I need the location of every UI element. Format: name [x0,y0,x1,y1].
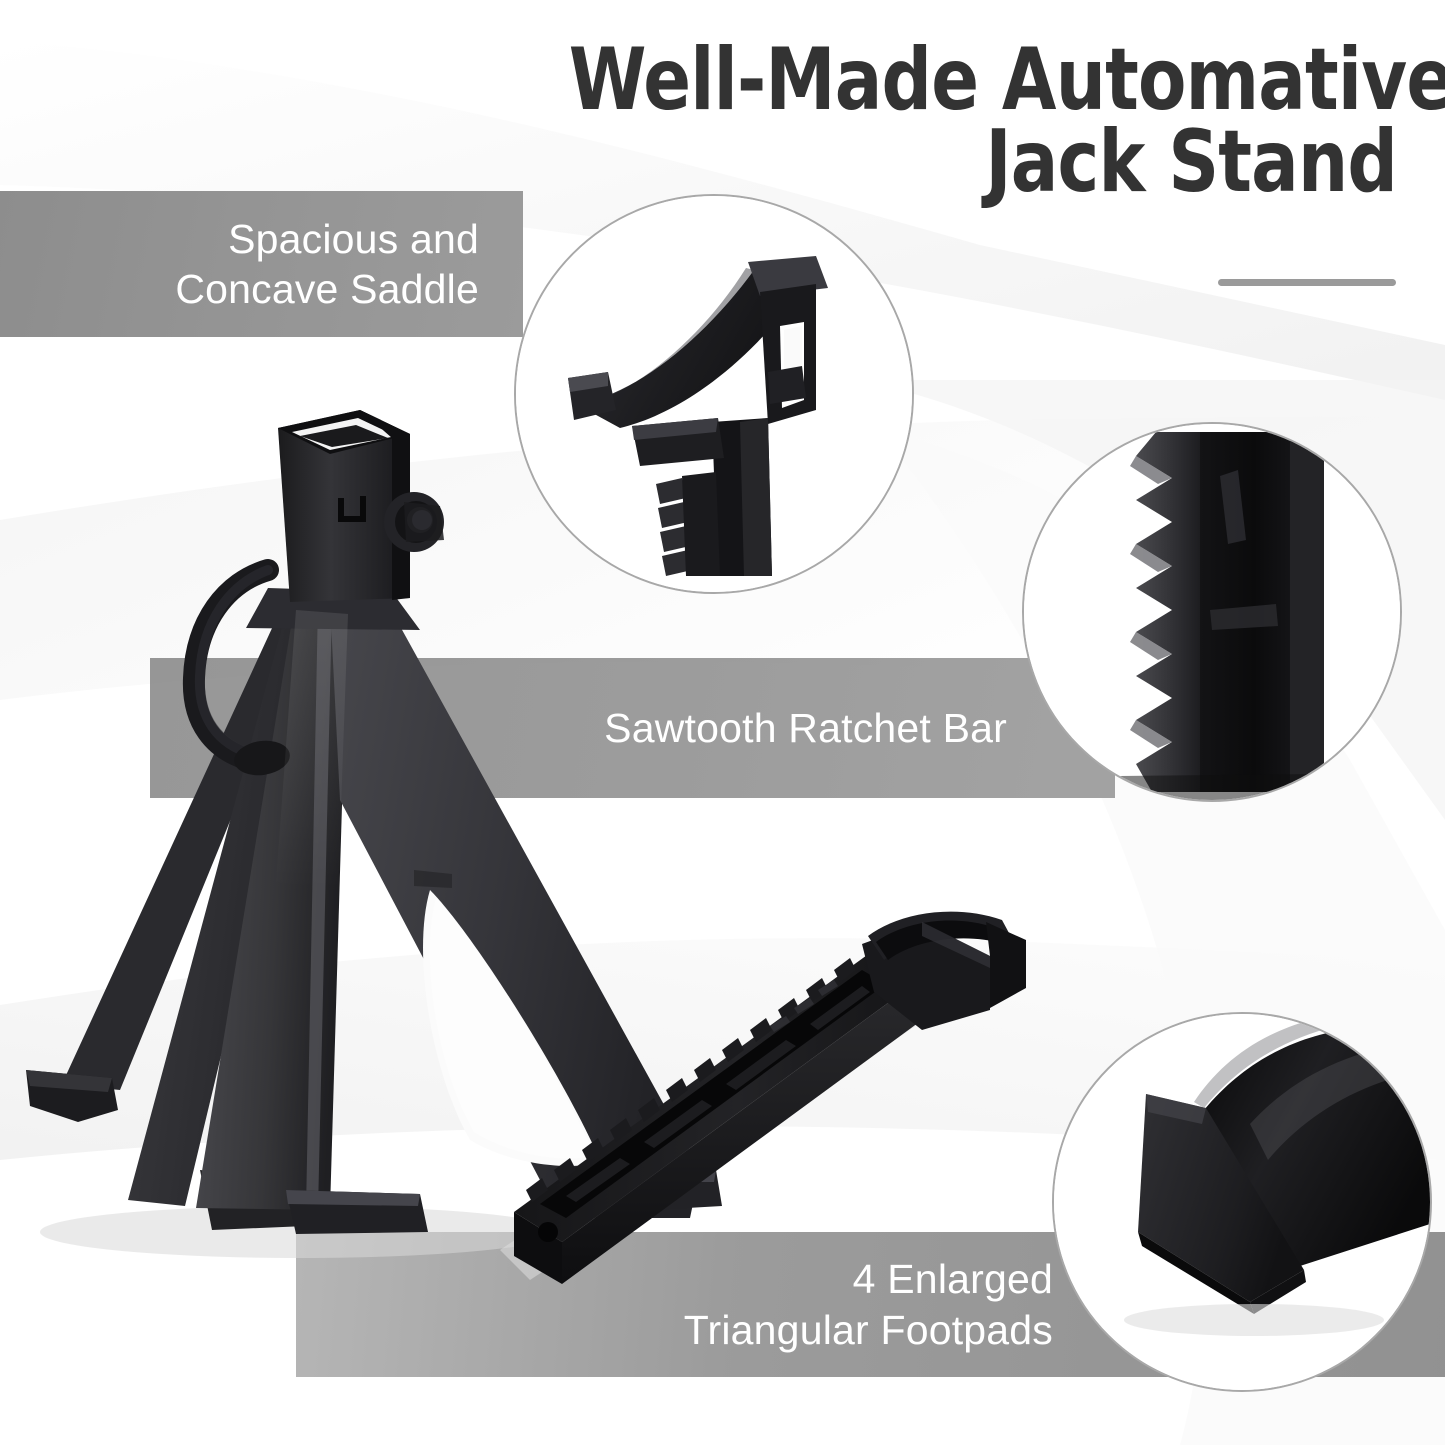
triangular-footpad-closeup [1052,1012,1432,1392]
label-banner-saddle: Spacious and Concave Saddle [0,191,523,337]
banner-footpads-line-2: Triangular Footpads [683,1306,1053,1353]
banner-saddle-line-1: Spacious and [228,215,479,262]
title-underline-rule [1218,279,1396,286]
page-title: Well-Made Automative Jack Stand [387,30,1445,212]
ratchet-bar-product-image [470,860,1040,1310]
banner-footpads-line-1: 4 Enlarged [852,1256,1053,1303]
title-line-2: Jack Stand [985,111,1397,212]
jack-stand-product-image [0,370,760,1280]
sawtooth-bar-closeup [1022,422,1402,802]
concave-saddle-closeup [514,194,914,594]
title-line-1: Well-Made Automative [568,30,1445,130]
banner-sawtooth-line-1: Sawtooth Ratchet Bar [604,704,1007,751]
banner-saddle-line-2: Concave Saddle [175,266,479,312]
